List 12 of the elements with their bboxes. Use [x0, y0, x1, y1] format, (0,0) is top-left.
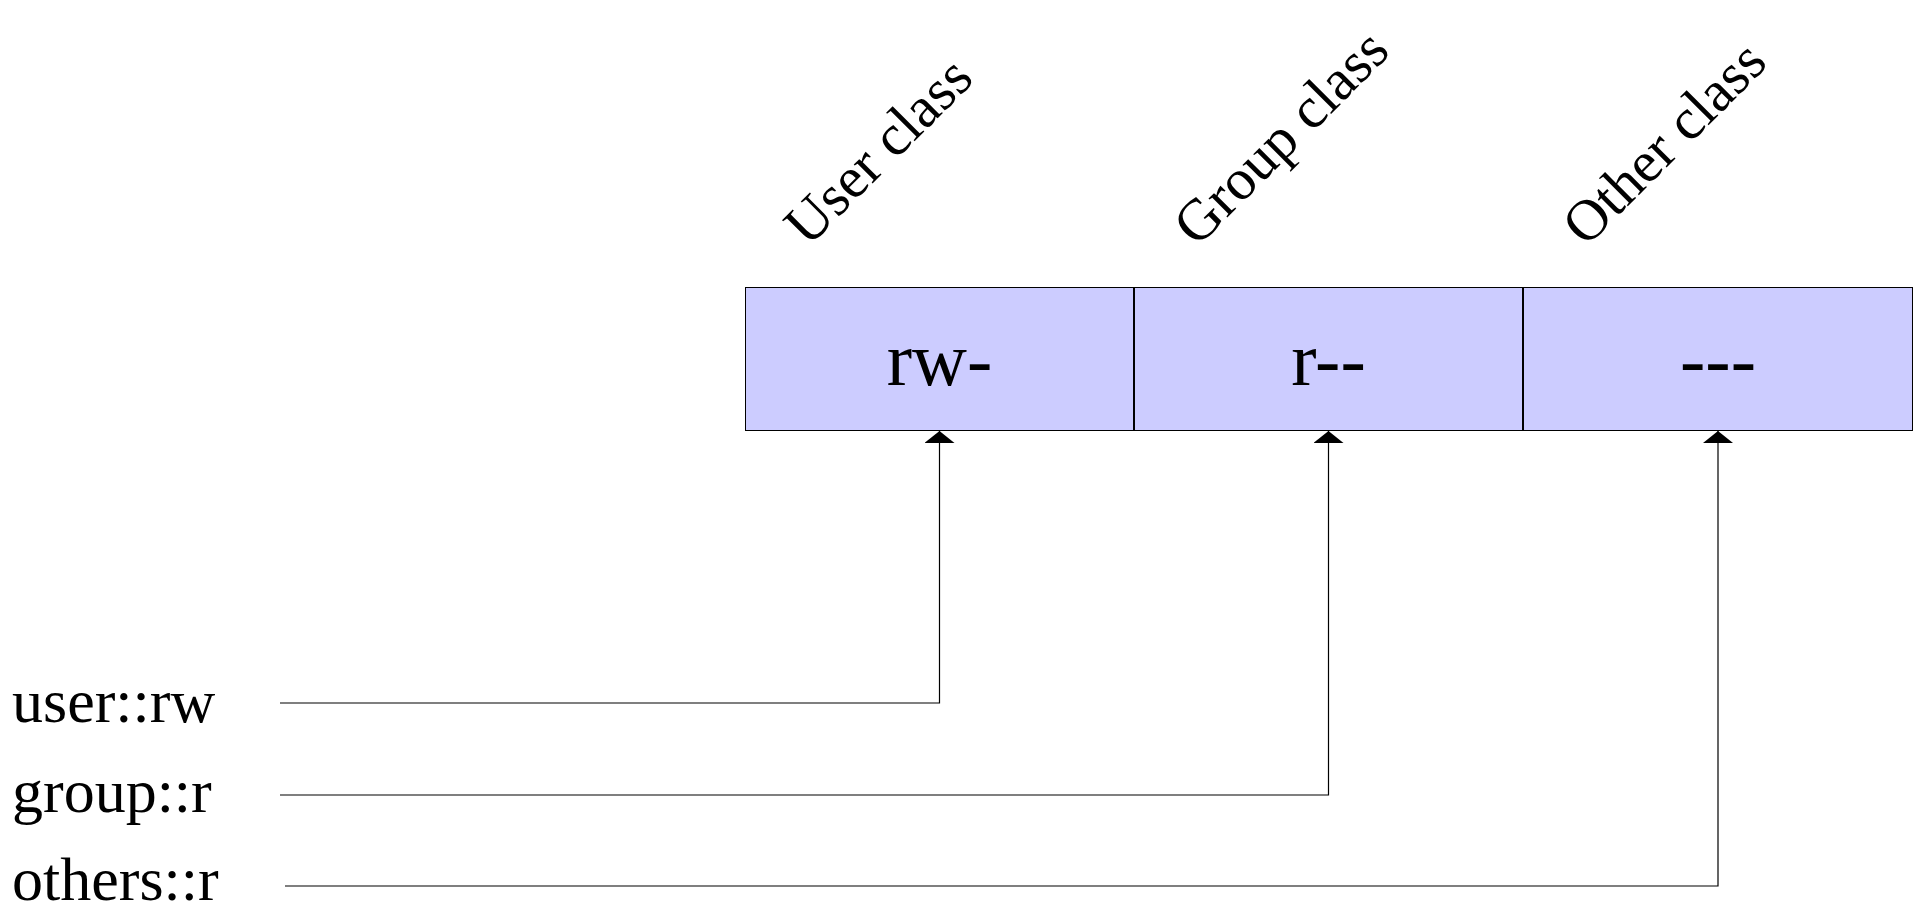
class-heading: User class	[774, 46, 983, 255]
acl-entry: user::rw	[12, 670, 216, 732]
permission-text: ---	[1680, 321, 1756, 397]
permission-text: rw-	[886, 321, 993, 397]
permission-cell	[1523, 287, 1913, 431]
permission-cell	[745, 287, 1134, 431]
permission-text: r--	[1291, 321, 1366, 397]
acl-entry: others::r	[12, 848, 219, 910]
arrow	[284, 430, 1733, 887]
arrow	[279, 430, 955, 704]
permission-cell	[1134, 287, 1523, 431]
arrow	[279, 430, 1344, 796]
